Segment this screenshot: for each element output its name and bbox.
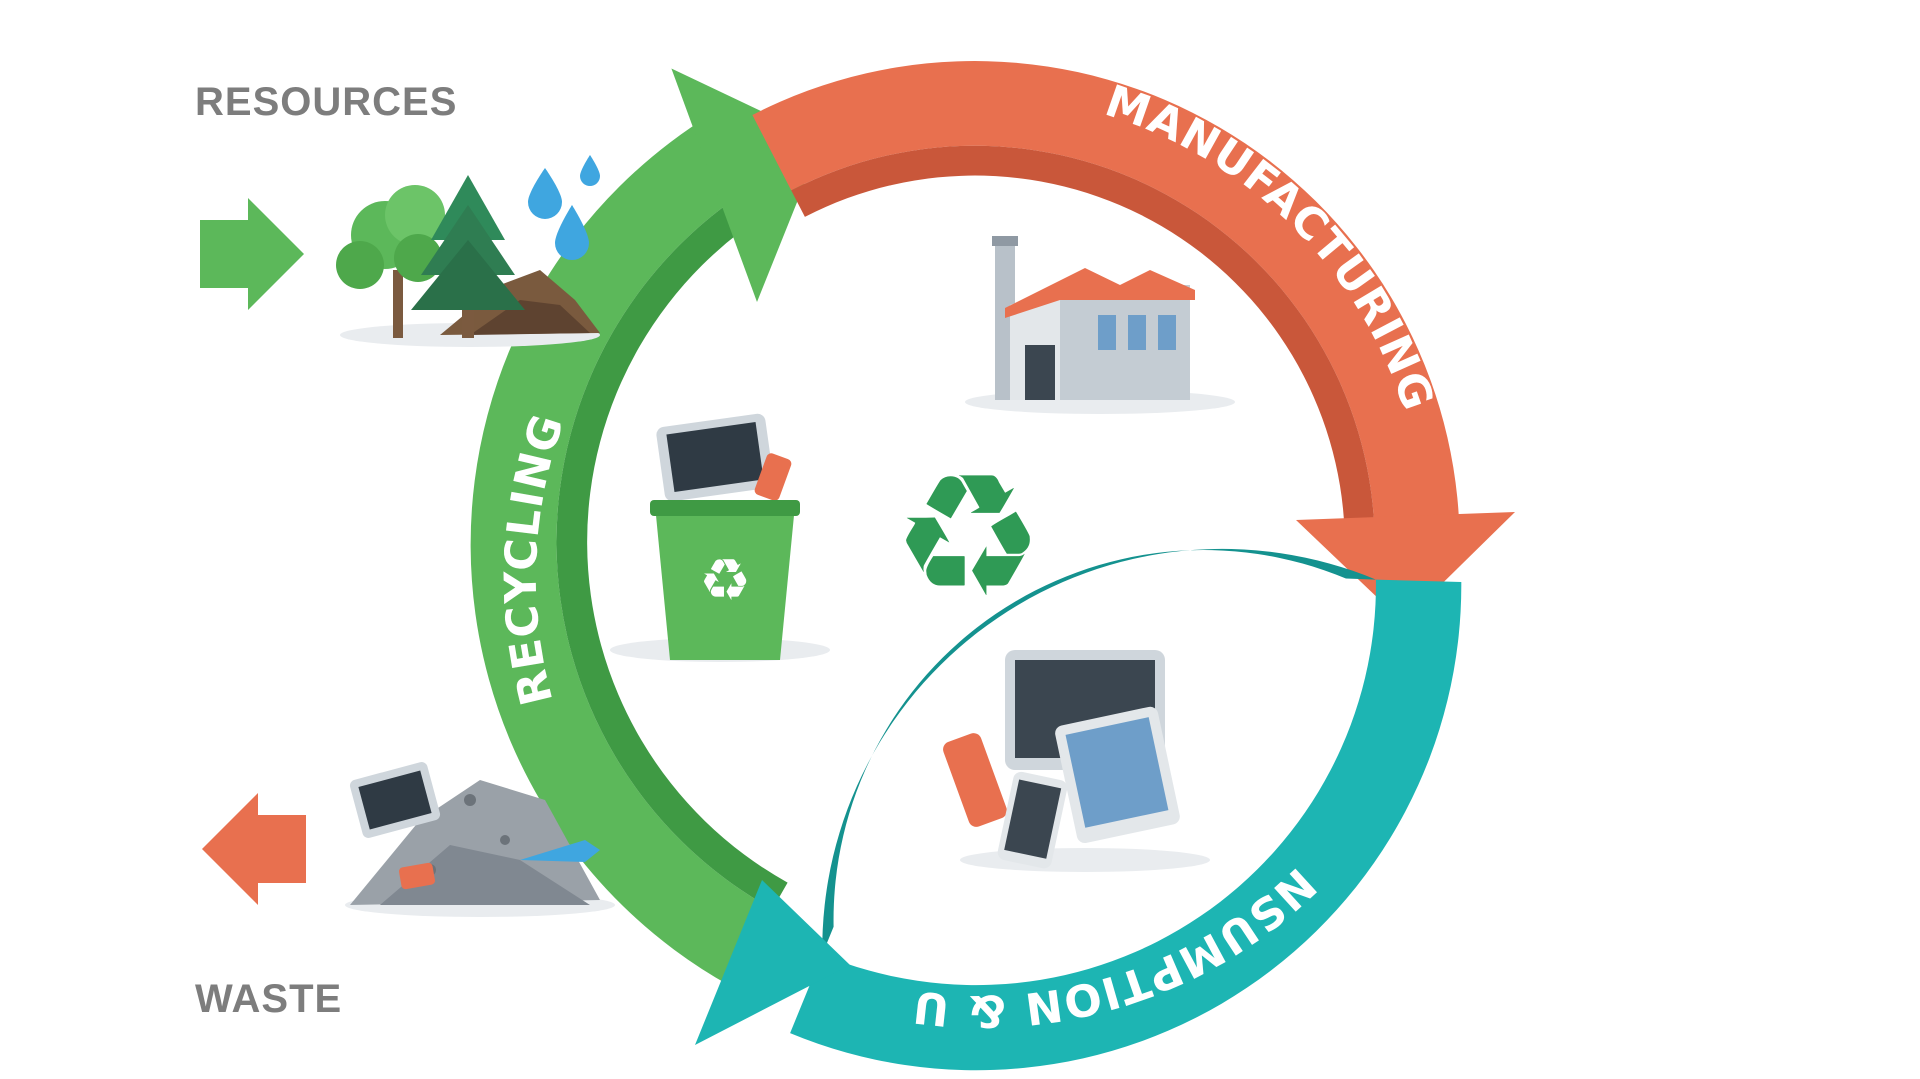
recycling-arrow-inner-band [556,177,788,910]
manufacturing-arrow [752,61,1515,622]
consumption-arrow-body [790,579,1462,1071]
trees-water-soil-icon [336,155,600,347]
svg-text:♻: ♻ [699,546,751,614]
manufacturing-arrow-inner-band [791,145,1375,532]
factory-icon [965,236,1235,414]
manufacturing-arrow-head [1296,512,1515,622]
waste-pile-icon [345,762,615,917]
manufacturing-arrow-body [752,61,1460,531]
recycle-bin-icon: ♻ [610,413,830,662]
resources-label: RESOURCES [195,80,457,124]
consumption-arrow-head [695,880,850,1045]
consumption-arrow [695,548,1462,1071]
resources-arrow [200,198,304,310]
recycle-symbol-icon: ♻ [892,438,1044,636]
svg-text:♻: ♻ [892,438,1044,636]
waste-label: WASTE [195,977,342,1021]
waste-arrow [202,793,306,905]
devices-icon [943,650,1210,872]
